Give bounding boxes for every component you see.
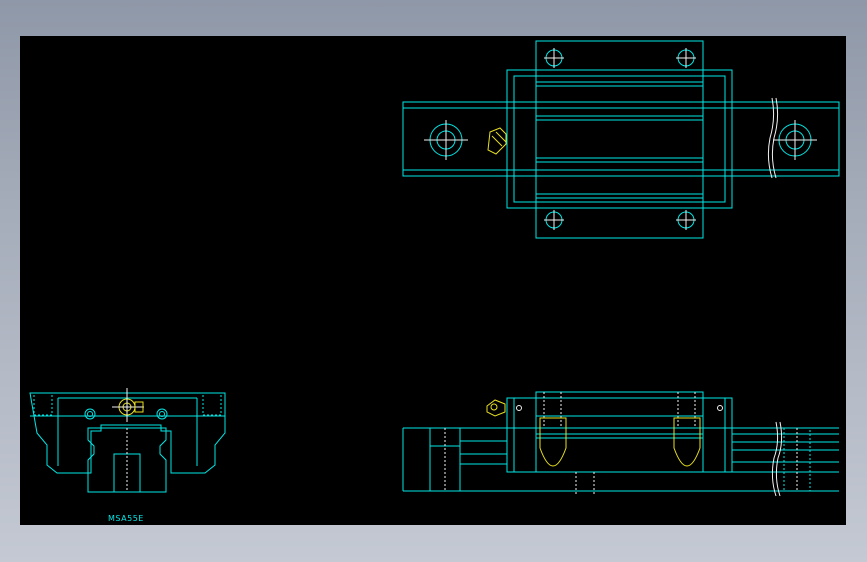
end-hole-right: [156, 408, 168, 420]
rail-hole-left: [424, 120, 468, 160]
side-bolt-right: [673, 392, 701, 467]
break-line-side: [771, 421, 779, 497]
side-block-carriage: [535, 391, 704, 473]
end-view: MSA55E: [29, 388, 226, 523]
cad-drawing-canvas[interactable]: MSA55E: [20, 36, 846, 525]
mount-hole-br: [676, 210, 696, 230]
side-block-body: [506, 397, 733, 473]
block-carriage: [535, 40, 704, 239]
block-body: [506, 69, 733, 209]
end-hole-left: [84, 408, 96, 420]
cad-drawing: MSA55E: [29, 40, 840, 523]
grease-nipple-side: [486, 399, 506, 417]
flange-bolt-right: [202, 392, 222, 416]
rail-outline: [402, 101, 840, 177]
top-view: [402, 40, 840, 239]
break-line-top: [767, 97, 775, 179]
end-rail-profile: [87, 427, 167, 493]
part-label: MSA55E: [108, 514, 144, 523]
mount-hole-tl: [544, 48, 564, 68]
mount-hole-bl: [544, 210, 564, 230]
side-bolt-left: [539, 392, 567, 467]
grease-nipple-top: [487, 127, 507, 155]
mount-hole-tr: [676, 48, 696, 68]
end-grease-fitting: [112, 388, 144, 422]
end-block-outline: [29, 392, 226, 474]
rail-hole-right: [773, 120, 817, 160]
side-view: [402, 391, 839, 497]
flange-bolt-left: [33, 392, 53, 416]
